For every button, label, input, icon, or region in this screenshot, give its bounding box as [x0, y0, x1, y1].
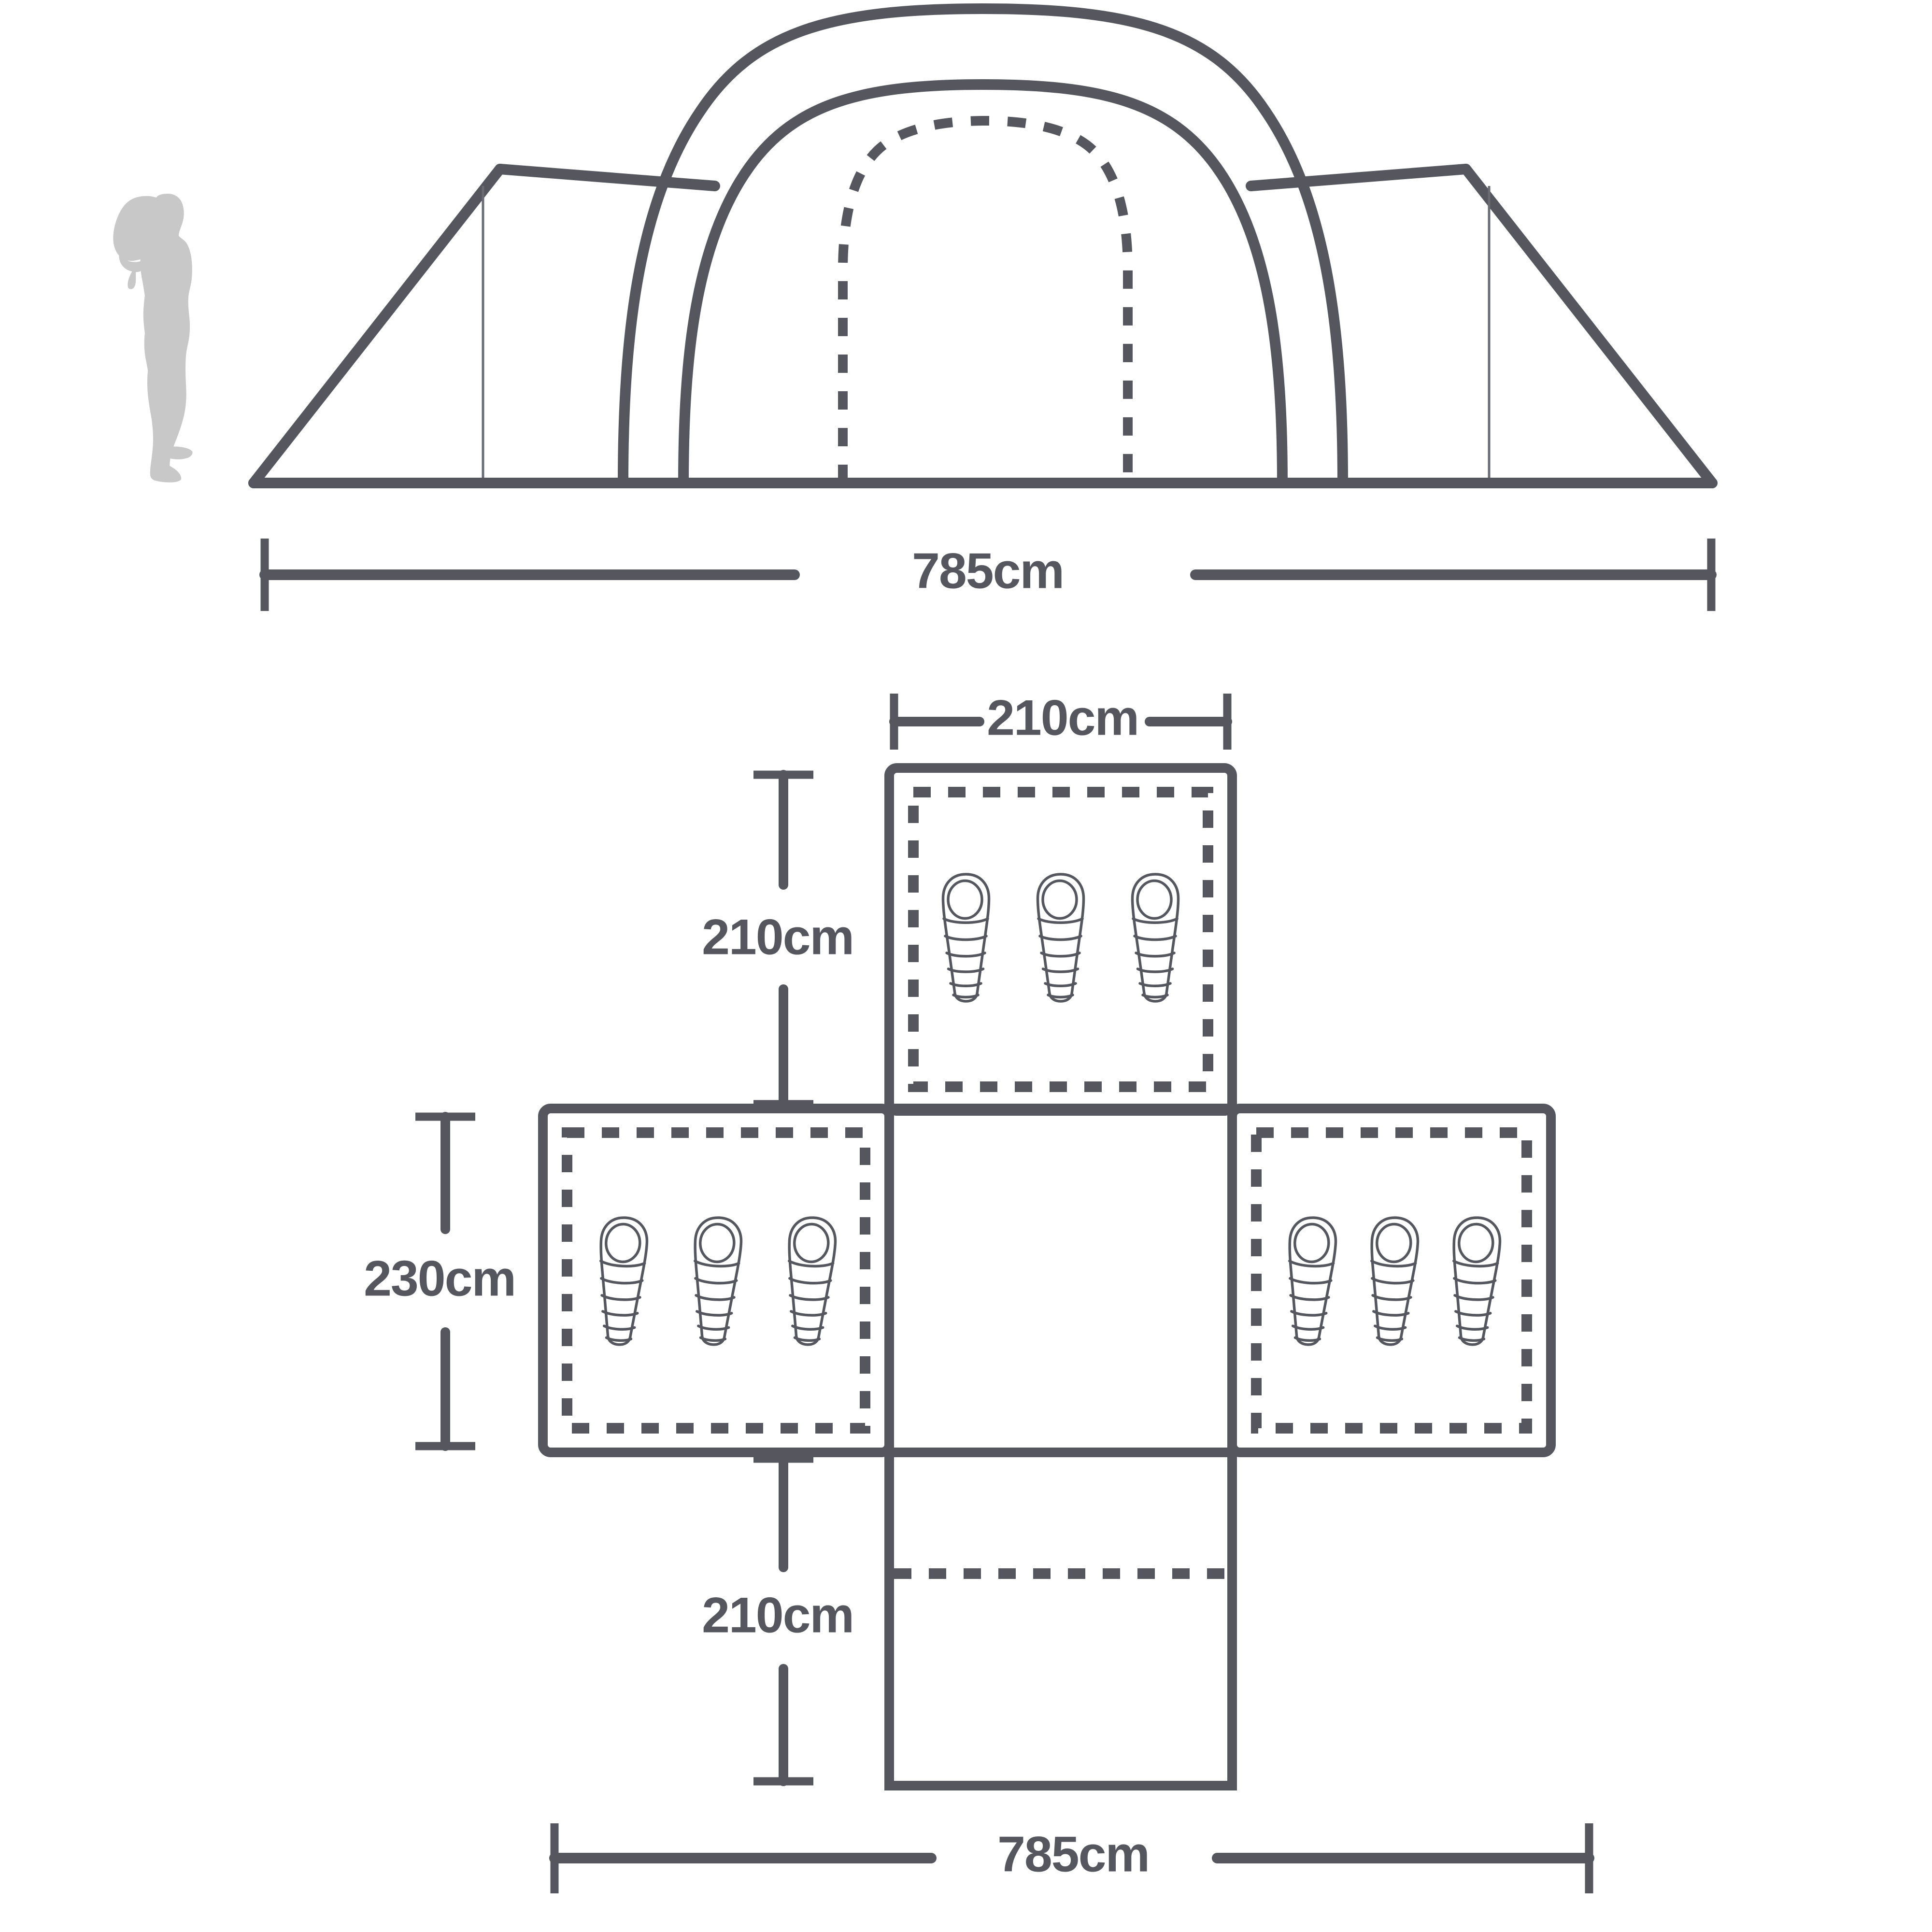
tent-door-outline-dashed: [838, 115, 1133, 483]
elevation-width-label: 785cm: [912, 543, 1064, 599]
tent-right-wing-slope: [1461, 164, 1718, 488]
plan-top-height-label: 210cm: [702, 909, 853, 965]
elevation-group: 785cm: [113, 3, 1718, 611]
bedroom-top-inner-dashed: [908, 787, 1213, 1092]
tent-left-wing-ridge: [495, 164, 720, 191]
bedroom-right-outline: [1227, 1104, 1556, 1457]
living-area-outline: [884, 1104, 1237, 1457]
porch-bottom: [884, 1448, 1237, 1790]
tent-inner-arch: [678, 79, 1288, 488]
tent-outer-arch: [618, 3, 1348, 488]
porch-bottom-outline: [884, 1448, 1237, 1790]
sleeping-bag-icon: [1284, 1217, 1337, 1346]
sleeping-bag-icon: [596, 1217, 648, 1346]
tent-right-wing-ridge: [1246, 164, 1471, 191]
bedroom-left: [538, 1104, 894, 1457]
plan-top-height-dimension: 210cm: [702, 770, 854, 1109]
sleeping-bag-icon: [943, 874, 989, 1001]
hiker-silhouette-icon: [113, 194, 193, 483]
plan-bottom-height-label: 210cm: [702, 1587, 853, 1643]
sleeping-bag-icon: [1449, 1217, 1501, 1346]
floorplan-group: 210cm 210cm 230cm: [364, 690, 1594, 1893]
tent-left-wing-slope: [248, 164, 505, 488]
plan-overall-width-label: 785cm: [997, 1826, 1149, 1882]
plan-overall-width-dimension: 785cm: [549, 1823, 1594, 1893]
plan-left-height-label: 230cm: [364, 1250, 515, 1307]
sleeping-bag-icon: [784, 1217, 837, 1346]
plan-top-width-label: 210cm: [987, 690, 1138, 746]
plan-left-height-dimension: 230cm: [364, 1112, 516, 1451]
bedroom-left-inner-dashed: [562, 1127, 870, 1434]
elevation-width-dimension: 785cm: [259, 539, 1717, 611]
plan-bottom-height-dimension: 210cm: [702, 1454, 854, 1786]
bedroom-top: [884, 763, 1237, 1116]
sleeping-bag-icon: [1038, 874, 1084, 1001]
sleeping-bag-icon: [1133, 874, 1179, 1001]
sleeping-bag-icon: [690, 1217, 742, 1346]
bedroom-right: [1227, 1104, 1556, 1457]
sleeping-bag-icon: [1366, 1217, 1419, 1346]
bedroom-left-outline: [538, 1104, 894, 1457]
plan-top-width-dimension: 210cm: [889, 690, 1232, 750]
bedroom-right-inner-dashed: [1251, 1127, 1532, 1434]
living-area: [884, 1104, 1237, 1457]
